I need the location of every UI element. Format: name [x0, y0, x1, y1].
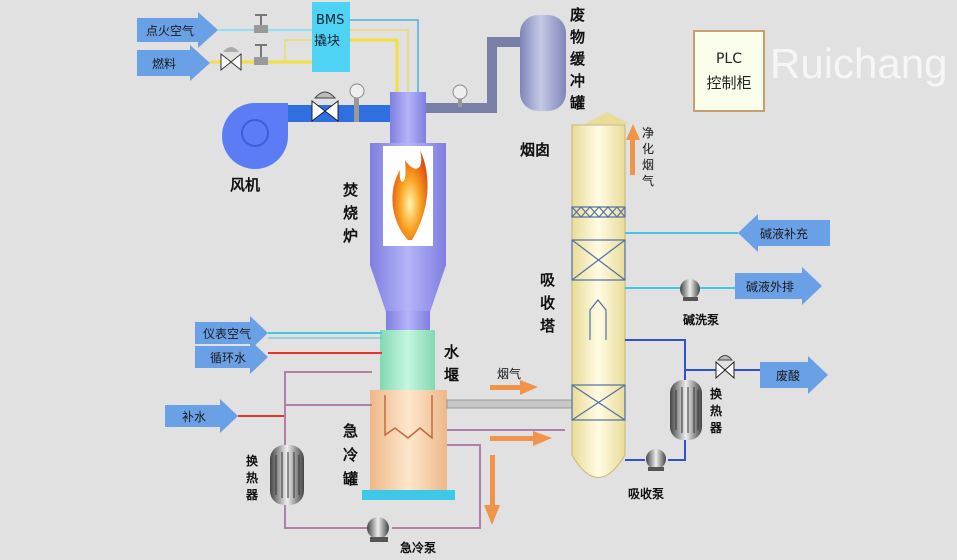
absorption-pump — [646, 449, 666, 471]
bms-label: BMS — [316, 13, 344, 28]
flue-pipe — [426, 37, 520, 113]
svg-text:燃料: 燃料 — [152, 56, 176, 71]
svg-text:烧: 烧 — [343, 204, 358, 222]
blower-fan — [222, 103, 390, 169]
incinerator-label: 焚 烧 炉 — [342, 181, 358, 245]
svg-text:点火空气: 点火空气 — [146, 23, 194, 38]
circulating-water-inlet: 循环水 — [195, 340, 382, 374]
quench-loop-pipes — [284, 371, 565, 529]
pressure-gauge-icon — [349, 83, 365, 122]
svg-text:炉: 炉 — [343, 227, 358, 245]
plc-cabinet: PLC 控制柜 — [693, 30, 765, 112]
flow-arrow — [484, 455, 500, 525]
svg-text:堰: 堰 — [444, 366, 459, 384]
quench-tank — [370, 390, 447, 490]
svg-text:水: 水 — [444, 343, 460, 361]
svg-text:换: 换 — [246, 453, 259, 468]
svg-text:烟: 烟 — [642, 158, 654, 172]
control-valve-icon — [220, 47, 242, 72]
spray-nozzles — [384, 395, 433, 440]
quench-tank-label: 急 冷 罐 — [342, 422, 358, 488]
alkali-discharge-outlet: 碱液外排 — [625, 267, 822, 305]
alkali-makeup-inlet: 碱液补充 — [625, 214, 830, 252]
flow-arrow — [490, 431, 552, 446]
control-valve-icon — [715, 355, 735, 380]
absorber-label: 吸 收 塔 — [540, 271, 556, 335]
buffer-tank-label: 废 物 缓 冲 罐 — [569, 6, 586, 112]
svg-text:罐: 罐 — [569, 94, 585, 112]
watermark-logo: Ruichang — [770, 40, 947, 87]
quench-pump — [367, 517, 389, 542]
svg-text:急: 急 — [343, 422, 358, 440]
svg-text:气: 气 — [642, 173, 654, 188]
caustic-pump-label: 碱洗泵 — [683, 312, 719, 327]
flow-arrow — [490, 380, 538, 395]
svg-text:冷: 冷 — [343, 446, 358, 464]
tower-packing — [571, 206, 626, 421]
quench-tank-base — [362, 490, 455, 500]
flue-gas-duct — [446, 399, 573, 409]
instrument-air-inlet: 仪表空气 — [195, 316, 382, 350]
svg-text:化: 化 — [642, 142, 654, 156]
fan-label: 风机 — [230, 176, 260, 194]
svg-text:废: 废 — [570, 6, 585, 24]
weir-label: 水 堰 — [444, 343, 460, 384]
ignition-air-inlet: 点火空气 — [137, 12, 218, 48]
waste-acid-outlet: 废酸 — [760, 356, 828, 394]
manual-valve-icon — [254, 44, 268, 65]
bms-skid — [312, 2, 350, 72]
svg-text:碱液外排: 碱液外排 — [746, 279, 794, 294]
bms-label: 撬块 — [314, 34, 340, 49]
svg-text:缓: 缓 — [570, 50, 586, 68]
flow-arrow — [626, 124, 640, 175]
chimney-cap — [585, 112, 630, 124]
buffer-tank — [520, 15, 566, 111]
flue-gas-label: 烟气 — [497, 366, 521, 381]
svg-text:焚: 焚 — [342, 181, 358, 199]
quench-pump-label: 急冷泵 — [400, 540, 436, 555]
makeup-water-inlet: 补水 — [165, 399, 285, 433]
svg-text:PLC: PLC — [716, 51, 742, 67]
svg-text:换: 换 — [710, 386, 723, 401]
svg-text:吸: 吸 — [540, 271, 556, 289]
left-heat-exchanger — [270, 445, 304, 505]
svg-text:收: 收 — [540, 294, 555, 312]
svg-text:净: 净 — [642, 126, 654, 140]
caustic-pump — [680, 279, 700, 301]
svg-text:碱液补充: 碱液补充 — [760, 226, 808, 241]
weir-section — [380, 330, 435, 390]
right-heat-exchanger — [670, 380, 702, 440]
absorption-pump-label: 吸收泵 — [628, 486, 664, 501]
right-heat-exchanger-label: 换 热 器 — [709, 386, 723, 435]
svg-text:热: 热 — [710, 403, 722, 418]
pressure-gauge-icon — [452, 84, 468, 107]
svg-text:控制柜: 控制柜 — [706, 74, 751, 92]
incinerator — [370, 92, 446, 331]
manual-valve-icon — [254, 14, 268, 33]
svg-text:仪表空气: 仪表空气 — [203, 326, 251, 341]
svg-text:补水: 补水 — [182, 410, 206, 424]
svg-text:循环水: 循环水 — [210, 351, 246, 365]
svg-text:器: 器 — [709, 421, 723, 435]
chimney-label: 烟囱 — [520, 141, 550, 159]
clean-gas-label: 净 化 烟 气 — [642, 126, 654, 188]
svg-text:物: 物 — [570, 28, 585, 46]
svg-text:冲: 冲 — [570, 72, 585, 90]
svg-text:废酸: 废酸 — [776, 368, 800, 383]
svg-text:器: 器 — [245, 488, 259, 502]
left-heat-exchanger-label: 换 热 器 — [245, 453, 259, 502]
fuel-inlet: 燃料 — [137, 45, 210, 81]
svg-text:塔: 塔 — [540, 317, 556, 335]
svg-text:罐: 罐 — [342, 470, 358, 488]
control-valve-icon — [311, 91, 339, 123]
svg-text:热: 热 — [246, 470, 258, 485]
